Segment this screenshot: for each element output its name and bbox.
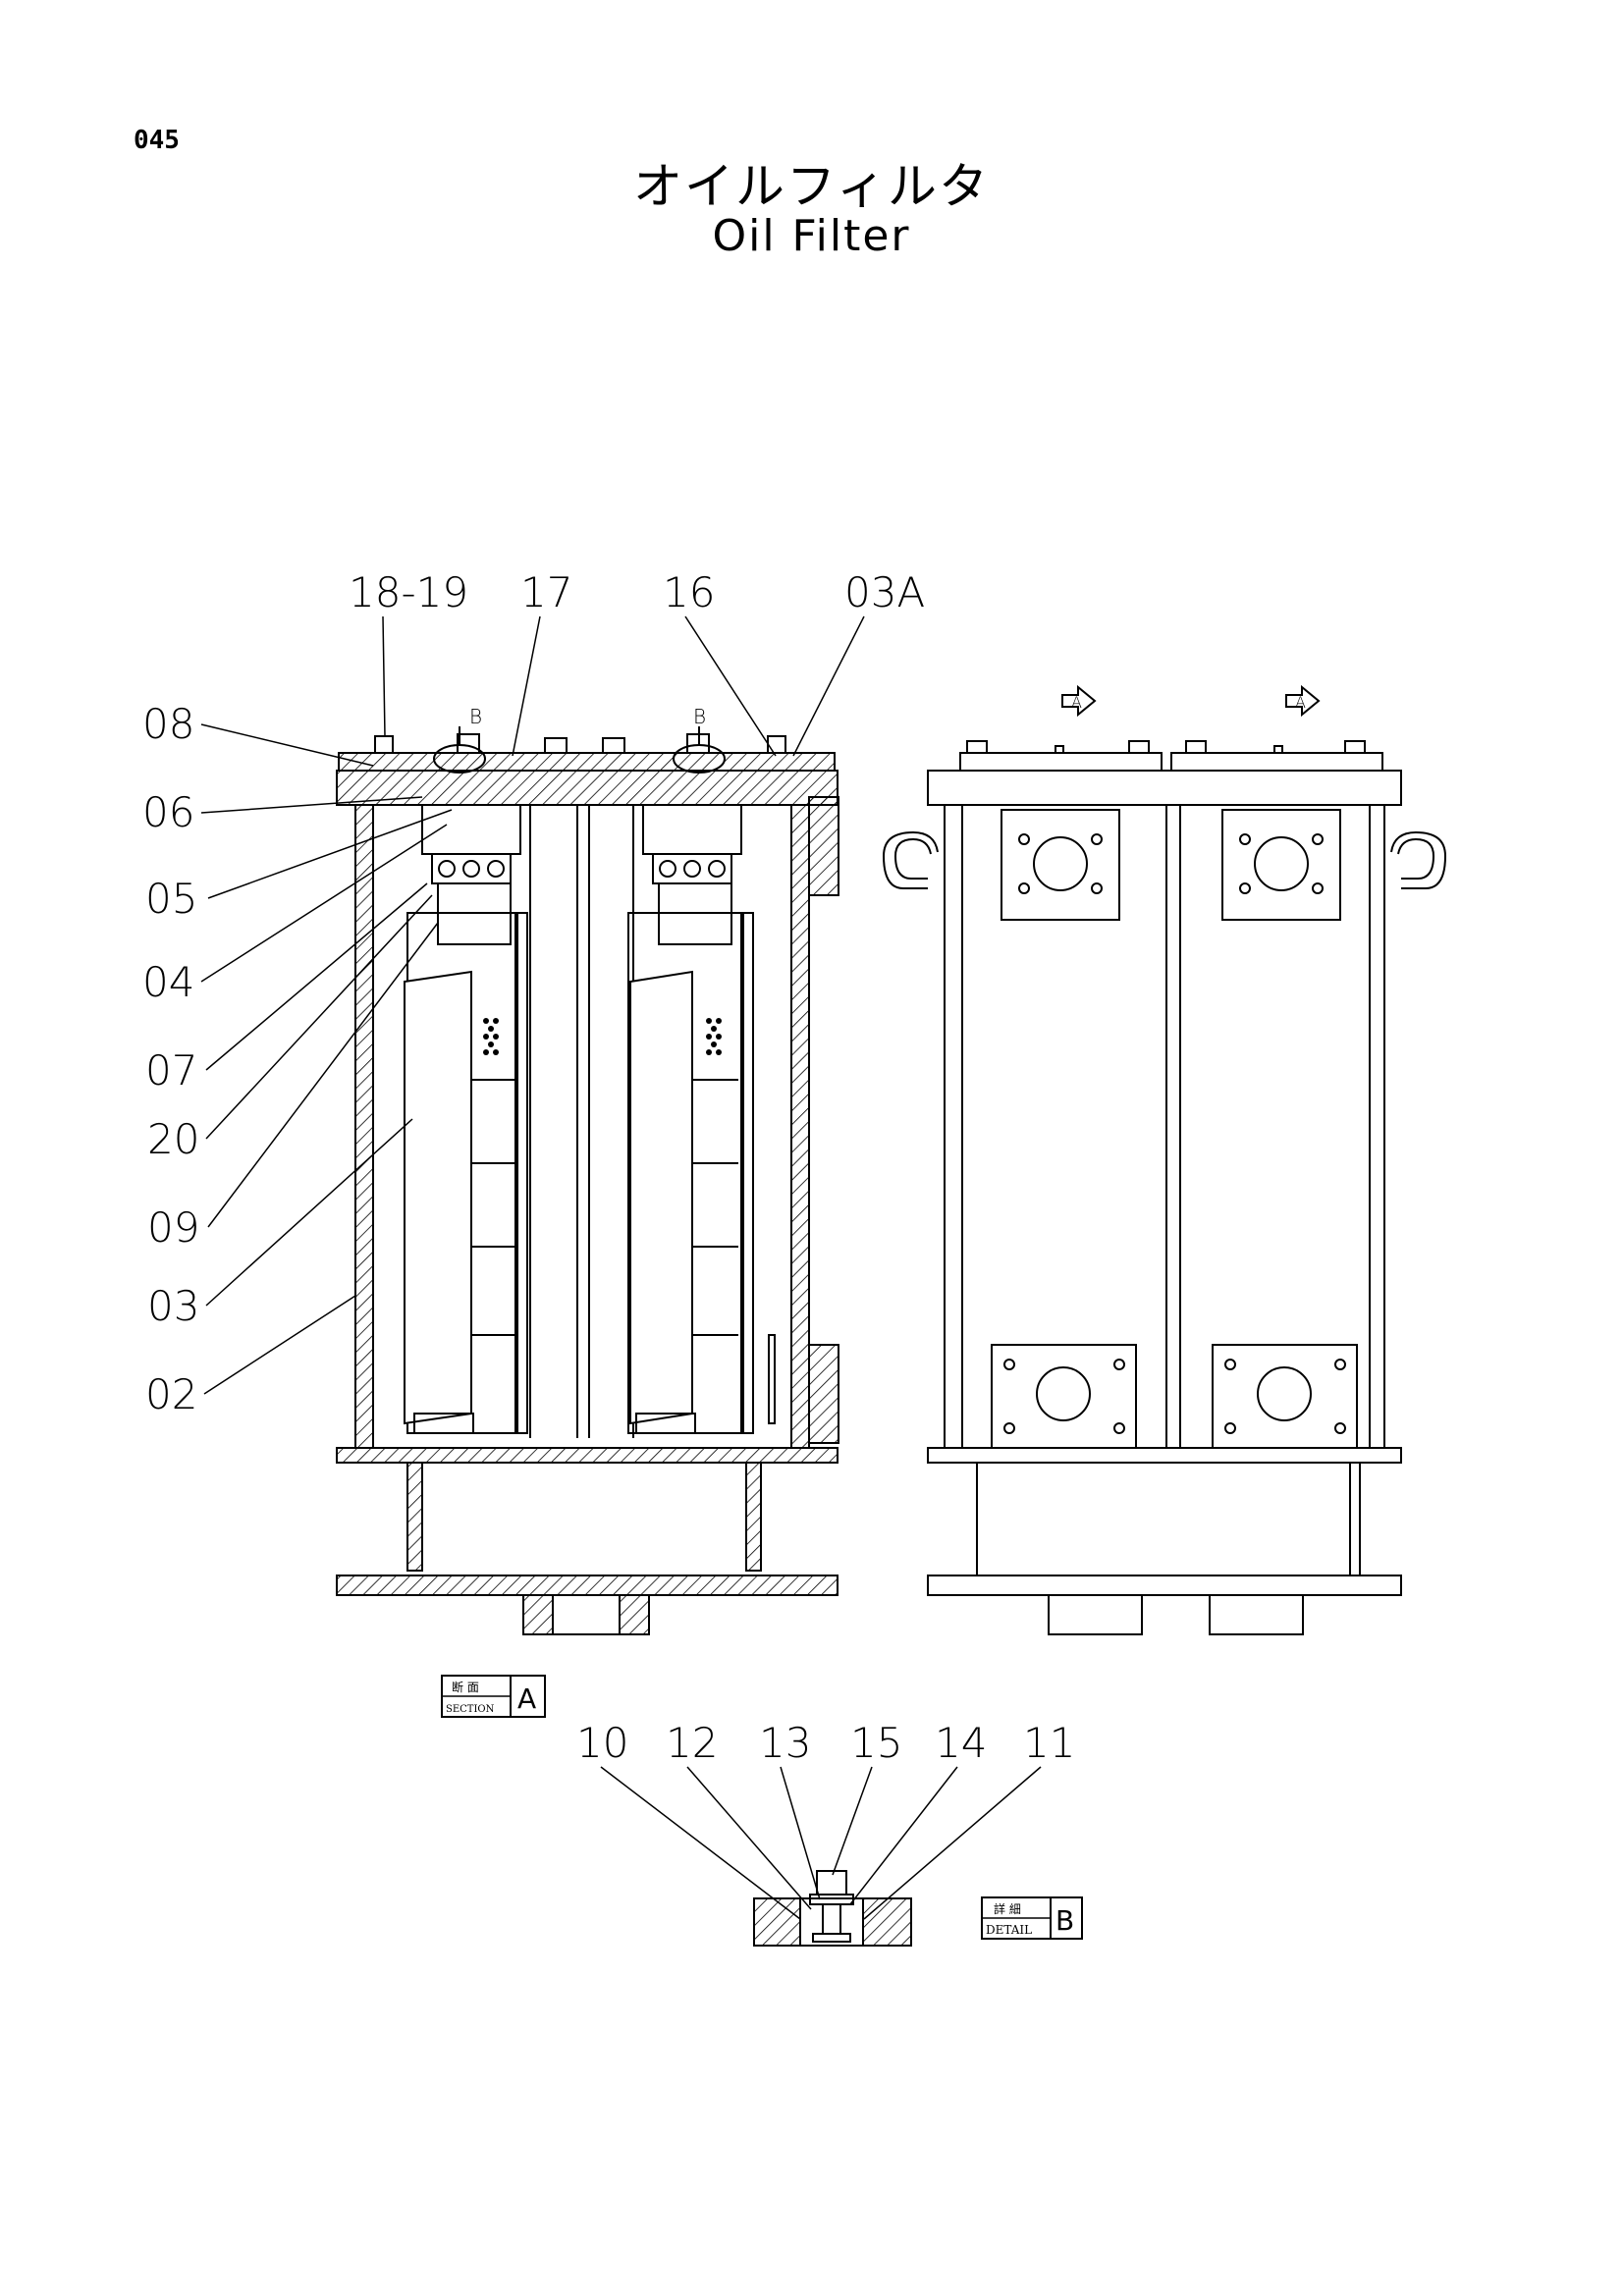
bottom-plate [336, 1447, 839, 1464]
callout-20: 20 [147, 1115, 199, 1163]
callout-02: 02 [145, 1370, 197, 1418]
outer-shell-right [790, 804, 810, 1449]
title-japanese: オイルフィルタ [633, 158, 990, 215]
filter-element-right [627, 804, 776, 1434]
top-bolts [374, 733, 786, 754]
callout-11: 11 [1023, 1719, 1075, 1767]
side-view [882, 684, 1447, 1635]
marker-b-right: B [693, 705, 706, 728]
detail-tag-letter: B [1055, 1904, 1074, 1937]
callout-18-19: 18-19 [349, 568, 468, 616]
callout-08: 08 [142, 700, 194, 748]
base-plate [336, 1575, 839, 1596]
callout-09: 09 [147, 1203, 199, 1252]
section-tag-kanji: 断 面 [452, 1680, 479, 1694]
side-top-bolts [966, 740, 1366, 754]
callout-13: 13 [759, 1719, 811, 1767]
filter-element-left [404, 804, 528, 1434]
callout-07: 07 [145, 1046, 197, 1095]
detail-tag-kanji: 詳 細 [994, 1901, 1021, 1916]
detail-b-tag: 詳 細 DETAIL B [981, 1896, 1083, 1940]
mesh-pattern [483, 1018, 722, 1055]
callout-04: 04 [142, 958, 194, 1006]
page-number: 045 [134, 126, 180, 155]
detail-b-leaders [600, 1766, 1042, 1920]
callout-12: 12 [666, 1719, 718, 1767]
top-cover-plate [338, 752, 836, 772]
section-a-tag: 断 面 SECTION A [441, 1675, 546, 1718]
callout-17: 17 [520, 568, 572, 616]
marker-b-left: B [469, 705, 482, 728]
section-tag-word: SECTION [446, 1704, 495, 1715]
section-a-view [336, 726, 839, 1635]
callout-16: 16 [663, 568, 715, 616]
callout-10: 10 [576, 1719, 628, 1767]
side-view-arrow-labels: A A [1071, 693, 1306, 712]
callout-05: 05 [145, 875, 197, 923]
callout-14: 14 [935, 1719, 987, 1767]
callout-03a: 03A [844, 568, 925, 616]
section-a-callouts: 18-19 17 16 03A 08 06 05 04 07 20 09 03 … [142, 568, 925, 1418]
detail-b-callouts: 10 12 13 15 14 11 [576, 1719, 1075, 1767]
callout-06: 06 [142, 788, 194, 836]
flange-ring [336, 770, 839, 806]
outer-shell-left [354, 804, 374, 1449]
side-port-bottom [808, 1344, 839, 1444]
section-tag-letter: A [517, 1682, 536, 1715]
arrow-label-a-left: A [1071, 693, 1082, 712]
side-port-top [808, 796, 839, 896]
detail-tag-word: DETAIL [986, 1923, 1032, 1937]
callout-15: 15 [850, 1719, 902, 1767]
callout-03: 03 [147, 1282, 199, 1330]
arrow-label-a-right: A [1295, 693, 1306, 712]
title-english: Oil Filter [712, 211, 911, 261]
section-a-leaders [200, 615, 865, 1395]
detail-b-view [753, 1870, 912, 1947]
